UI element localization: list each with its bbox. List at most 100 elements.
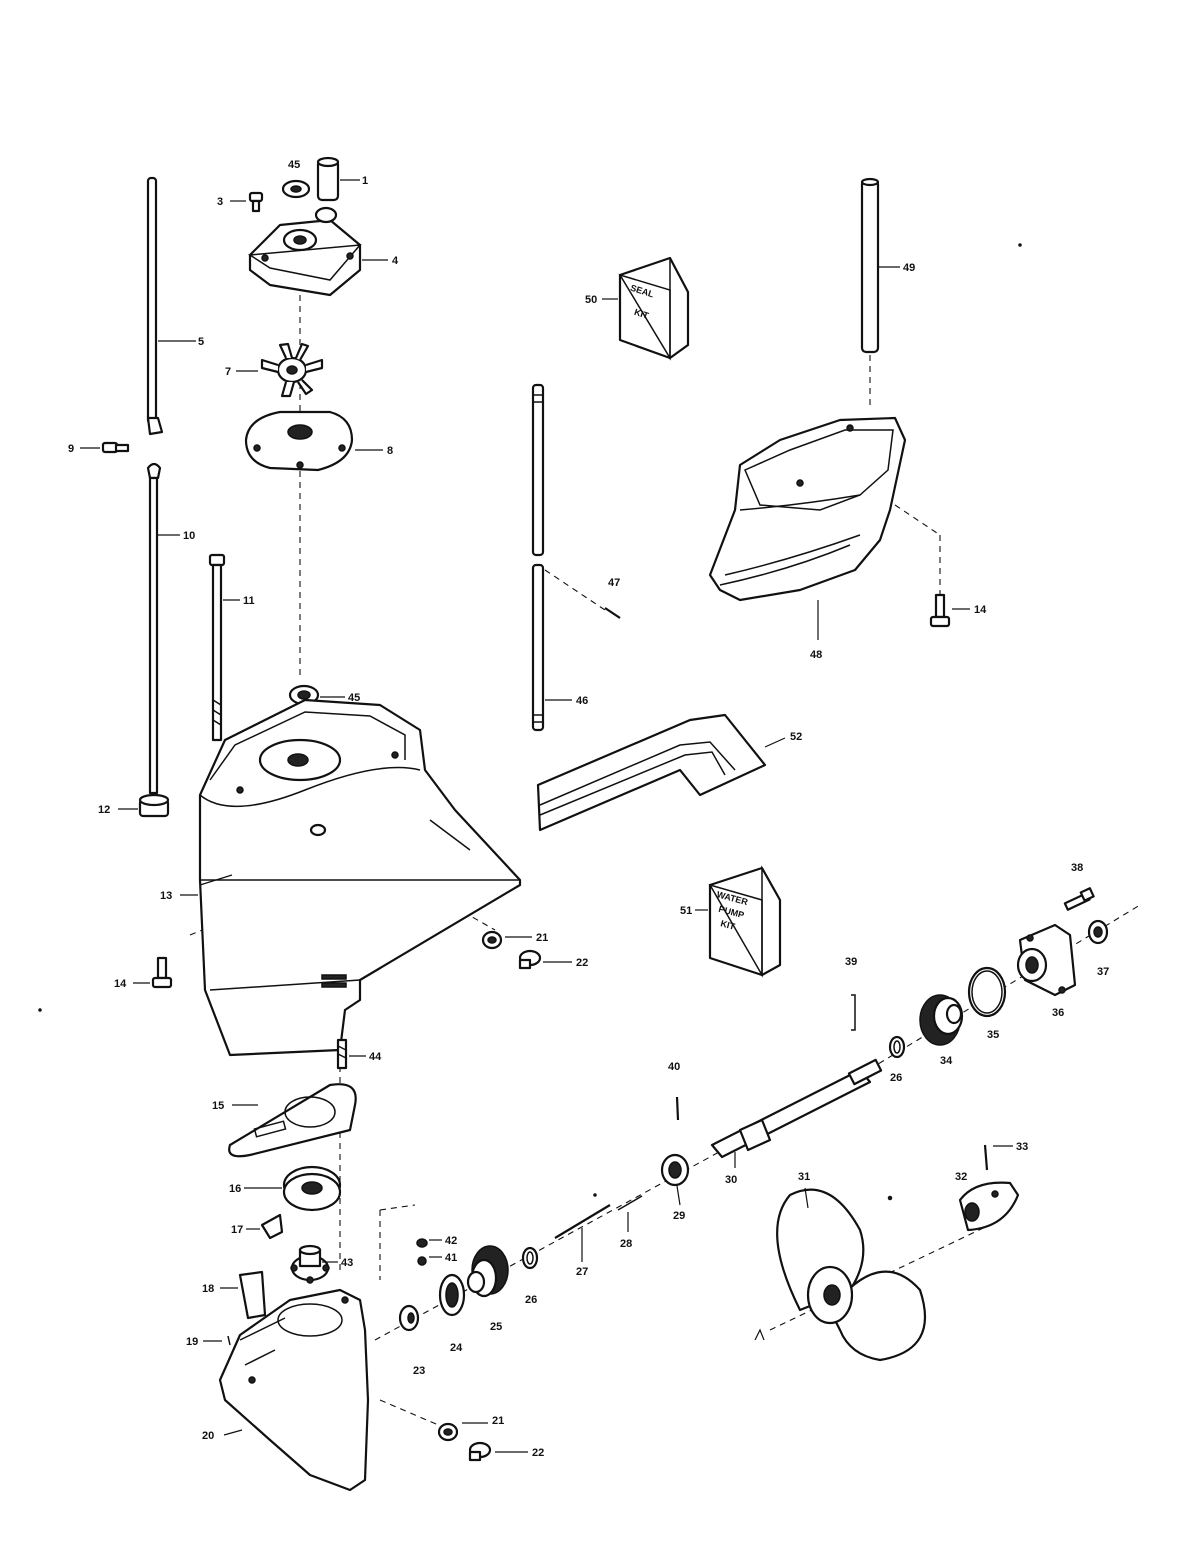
label-47: 47 bbox=[608, 577, 620, 589]
part-retainer-clip bbox=[246, 1213, 284, 1240]
part-spring-41 bbox=[417, 1256, 442, 1266]
part-impeller-plate bbox=[244, 410, 383, 472]
part-sealing-washer-upper bbox=[481, 930, 532, 950]
part-drain-screw-upper bbox=[518, 949, 572, 970]
part-water-tube bbox=[536, 713, 786, 832]
label-10: 10 bbox=[183, 530, 195, 542]
label-33: 33 bbox=[1016, 1141, 1028, 1153]
part-upper-shift-rod bbox=[146, 176, 196, 436]
label-14-right: 14 bbox=[974, 604, 987, 616]
part-housing-screw-left bbox=[133, 956, 173, 989]
label-22-upper: 22 bbox=[576, 957, 588, 969]
part-screw bbox=[230, 191, 264, 213]
part-carrier-screw bbox=[1063, 887, 1095, 911]
part-water-pump-housing bbox=[247, 206, 388, 297]
part-ball-bearing bbox=[244, 1165, 342, 1212]
part-detent-pin bbox=[203, 1335, 231, 1346]
part-cam-follower bbox=[554, 1204, 611, 1262]
label-8: 8 bbox=[387, 445, 393, 457]
part-oring-lower bbox=[521, 1246, 539, 1270]
label-3: 3 bbox=[217, 196, 223, 208]
label-29: 29 bbox=[673, 1210, 685, 1222]
part-housing-screw-right bbox=[929, 593, 970, 628]
part-thrust-washer bbox=[398, 1304, 420, 1332]
seal-kit-box: SEAL KIT bbox=[602, 256, 690, 361]
label-14-left: 14 bbox=[114, 978, 127, 990]
label-36: 36 bbox=[1052, 1007, 1064, 1019]
label-18: 18 bbox=[202, 1283, 214, 1295]
label-38: 38 bbox=[1071, 862, 1083, 874]
water-pump-kit-box: WATER PUMP KIT bbox=[695, 865, 782, 978]
part-shift-cam bbox=[220, 1270, 267, 1320]
label-39: 39 bbox=[845, 956, 857, 968]
part-gearcase-stud bbox=[336, 1038, 366, 1070]
label-24: 24 bbox=[450, 1342, 463, 1354]
part-driveshaft-lower bbox=[531, 563, 572, 732]
label-30: 30 bbox=[725, 1174, 737, 1186]
label-16: 16 bbox=[229, 1183, 241, 1195]
label-40: 40 bbox=[668, 1061, 680, 1073]
part-oil-seal-lower bbox=[288, 684, 345, 706]
label-50: 50 bbox=[585, 294, 597, 306]
label-21-upper: 21 bbox=[536, 932, 548, 944]
label-34: 34 bbox=[940, 1055, 953, 1067]
part-reverse-gear bbox=[919, 994, 964, 1046]
part-bearing-carrier-oring bbox=[967, 966, 1007, 1018]
label-5: 5 bbox=[198, 336, 204, 348]
label-52: 52 bbox=[790, 731, 802, 743]
part-bearing-carrier bbox=[1016, 923, 1077, 997]
label-25: 25 bbox=[490, 1321, 502, 1333]
water-pump-kit-text-3: KIT bbox=[719, 918, 736, 932]
label-21-lower: 21 bbox=[492, 1415, 504, 1427]
part-spring-28 bbox=[617, 1195, 643, 1232]
label-41: 41 bbox=[445, 1252, 457, 1264]
part-propeller bbox=[754, 1187, 927, 1362]
part-propshaft-seal bbox=[1087, 919, 1109, 945]
label-26-upper: 26 bbox=[890, 1072, 902, 1084]
part-oil-seal-top bbox=[281, 179, 311, 199]
label-27: 27 bbox=[576, 1266, 588, 1278]
label-51: 51 bbox=[680, 905, 692, 917]
label-49: 49 bbox=[903, 262, 915, 274]
label-32: 32 bbox=[955, 1171, 967, 1183]
label-44: 44 bbox=[369, 1051, 382, 1063]
part-propeller-nut bbox=[958, 1181, 1020, 1232]
part-clutch bbox=[660, 1153, 690, 1206]
part-driveshaft-pin bbox=[544, 569, 621, 619]
label-42: 42 bbox=[445, 1235, 457, 1247]
part-shift-rod-screw bbox=[80, 441, 130, 454]
label-31: 31 bbox=[798, 1171, 810, 1183]
seal-kit-text-2: KIT bbox=[633, 307, 650, 321]
part-retainer-39 bbox=[851, 994, 856, 1031]
part-clutch-pin bbox=[675, 1096, 680, 1121]
label-28: 28 bbox=[620, 1238, 632, 1250]
part-driveshaft-housing bbox=[180, 698, 522, 1057]
part-driveshaft-upper bbox=[531, 383, 545, 557]
part-cotter-pin bbox=[983, 1144, 1013, 1171]
part-lower-shift-rod bbox=[146, 462, 180, 795]
part-thrust-bearing bbox=[438, 1273, 466, 1317]
label-19: 19 bbox=[186, 1336, 198, 1348]
part-drain-screw-lower bbox=[468, 1441, 528, 1462]
label-37: 37 bbox=[1097, 966, 1109, 978]
label-35: 35 bbox=[987, 1029, 999, 1041]
print-specks bbox=[38, 243, 1022, 1201]
part-exhaust-housing bbox=[708, 416, 907, 640]
label-12: 12 bbox=[98, 804, 110, 816]
label-17: 17 bbox=[231, 1224, 243, 1236]
part-bumper bbox=[118, 793, 170, 818]
part-oring-upper bbox=[888, 1035, 906, 1059]
label-7: 7 bbox=[225, 366, 231, 378]
label-45-top: 45 bbox=[288, 159, 300, 171]
label-46: 46 bbox=[576, 695, 588, 707]
label-11: 11 bbox=[243, 595, 255, 607]
label-48: 48 bbox=[810, 649, 822, 661]
part-ball-42 bbox=[416, 1238, 442, 1248]
label-26-lower: 26 bbox=[525, 1294, 537, 1306]
label-43: 43 bbox=[341, 1257, 353, 1269]
label-20: 20 bbox=[202, 1430, 214, 1442]
part-forward-gear bbox=[466, 1245, 509, 1298]
part-propeller-shaft bbox=[710, 1058, 883, 1168]
label-9: 9 bbox=[68, 443, 74, 455]
